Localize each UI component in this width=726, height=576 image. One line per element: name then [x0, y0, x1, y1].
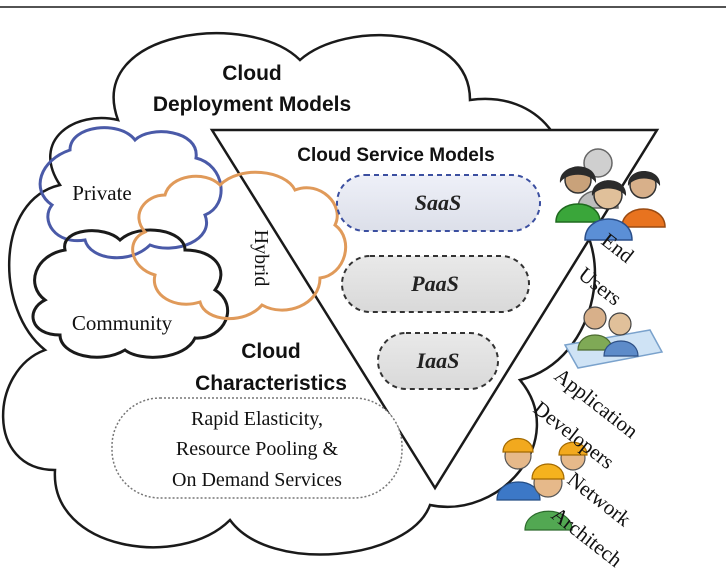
- end-users-icon: [555, 148, 666, 241]
- hybrid-cloud: [131, 170, 348, 320]
- characteristics-title-line1: Cloud: [241, 340, 300, 363]
- characteristics-box: [111, 397, 403, 499]
- paas-pill: [341, 255, 530, 313]
- private-cloud: [38, 126, 223, 260]
- deployment-title-line1: Cloud: [222, 62, 281, 85]
- characteristics-line2: Resource Pooling &: [176, 438, 339, 460]
- community-cloud: [31, 228, 229, 359]
- network-architect-icon: [496, 438, 588, 531]
- characteristics-line3: On Demand Services: [172, 469, 342, 491]
- saas-label: SaaS: [415, 190, 461, 215]
- saas-pill: [336, 174, 541, 232]
- deployment-title-line2: Deployment Models: [153, 93, 351, 116]
- community-label: Community: [72, 311, 173, 335]
- application-developers-icon: [563, 306, 664, 369]
- iaas-pill: [377, 332, 499, 390]
- private-label: Private: [72, 181, 131, 205]
- characteristics-line1: Rapid Elasticity,: [191, 408, 323, 430]
- hybrid-label: Hybrid: [250, 230, 272, 287]
- paas-label: PaaS: [410, 271, 459, 296]
- service-title: Cloud Service Models: [297, 145, 494, 166]
- characteristics-title-line2: Characteristics: [195, 372, 347, 395]
- iaas-label: IaaS: [416, 348, 460, 373]
